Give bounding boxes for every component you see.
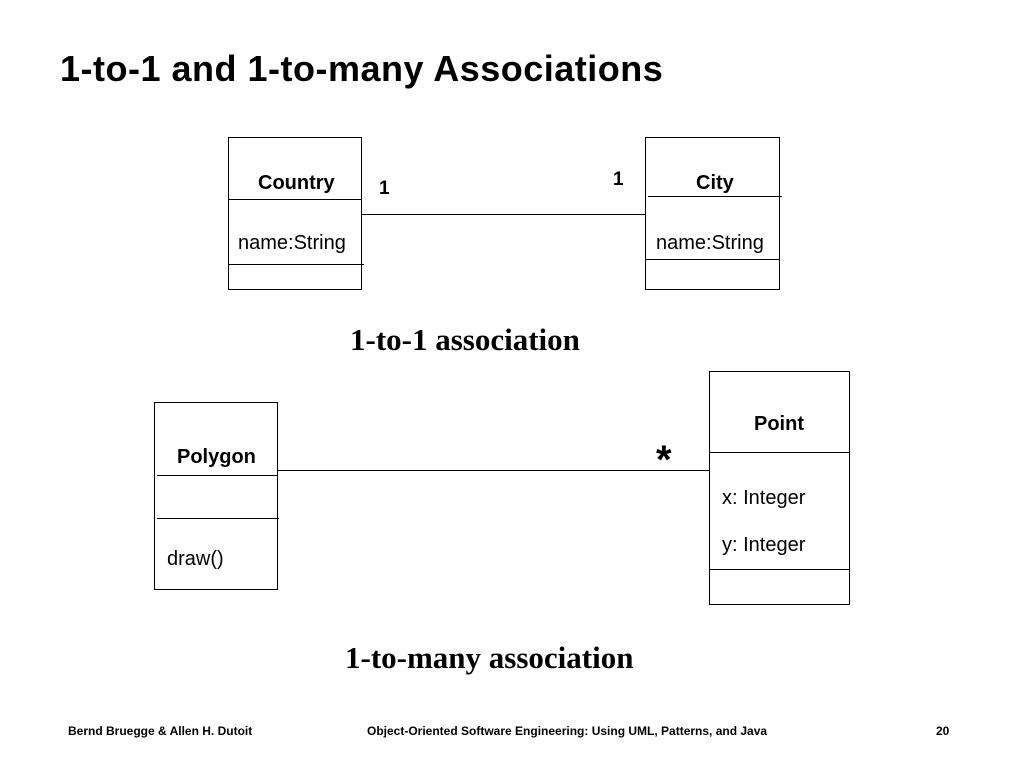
point-attribute-y: y: Integer	[722, 534, 806, 556]
city-name-divider	[648, 196, 782, 197]
country-attr-divider	[228, 264, 364, 265]
point-name-divider	[709, 452, 850, 453]
country-attribute: name:String	[238, 232, 346, 254]
city-attr-divider	[645, 259, 780, 260]
point-attribute-x: x: Integer	[722, 487, 806, 509]
country-class-box	[228, 137, 362, 290]
point-multiplicity: *	[656, 438, 672, 482]
page-number: 20	[936, 724, 950, 738]
polygon-attr-divider	[157, 518, 279, 519]
one-to-many-caption: 1-to-many association	[345, 640, 634, 675]
slide-title: 1-to-1 and 1-to-many Associations	[60, 48, 664, 89]
polygon-name-divider	[157, 475, 278, 476]
city-class-box	[645, 137, 780, 290]
polygon-class-name: Polygon	[177, 446, 256, 468]
point-class-box	[709, 371, 850, 605]
one-to-one-caption: 1-to-1 association	[350, 322, 580, 357]
polygon-point-association-line	[278, 470, 709, 471]
city-attribute: name:String	[656, 232, 764, 254]
country-city-association-line	[362, 214, 645, 215]
country-name-divider	[228, 199, 362, 200]
country-class-name: Country	[258, 172, 335, 194]
country-multiplicity: 1	[379, 178, 390, 199]
point-class-name: Point	[754, 413, 804, 435]
polygon-operation: draw()	[167, 548, 224, 570]
city-class-name: City	[696, 172, 734, 194]
city-multiplicity: 1	[613, 169, 624, 190]
footer-book-title: Object-Oriented Software Engineering: Us…	[367, 724, 768, 738]
point-attr-divider	[709, 569, 850, 570]
footer-authors: Bernd Bruegge & Allen H. Dutoit	[68, 724, 253, 738]
polygon-class-box	[154, 402, 278, 590]
